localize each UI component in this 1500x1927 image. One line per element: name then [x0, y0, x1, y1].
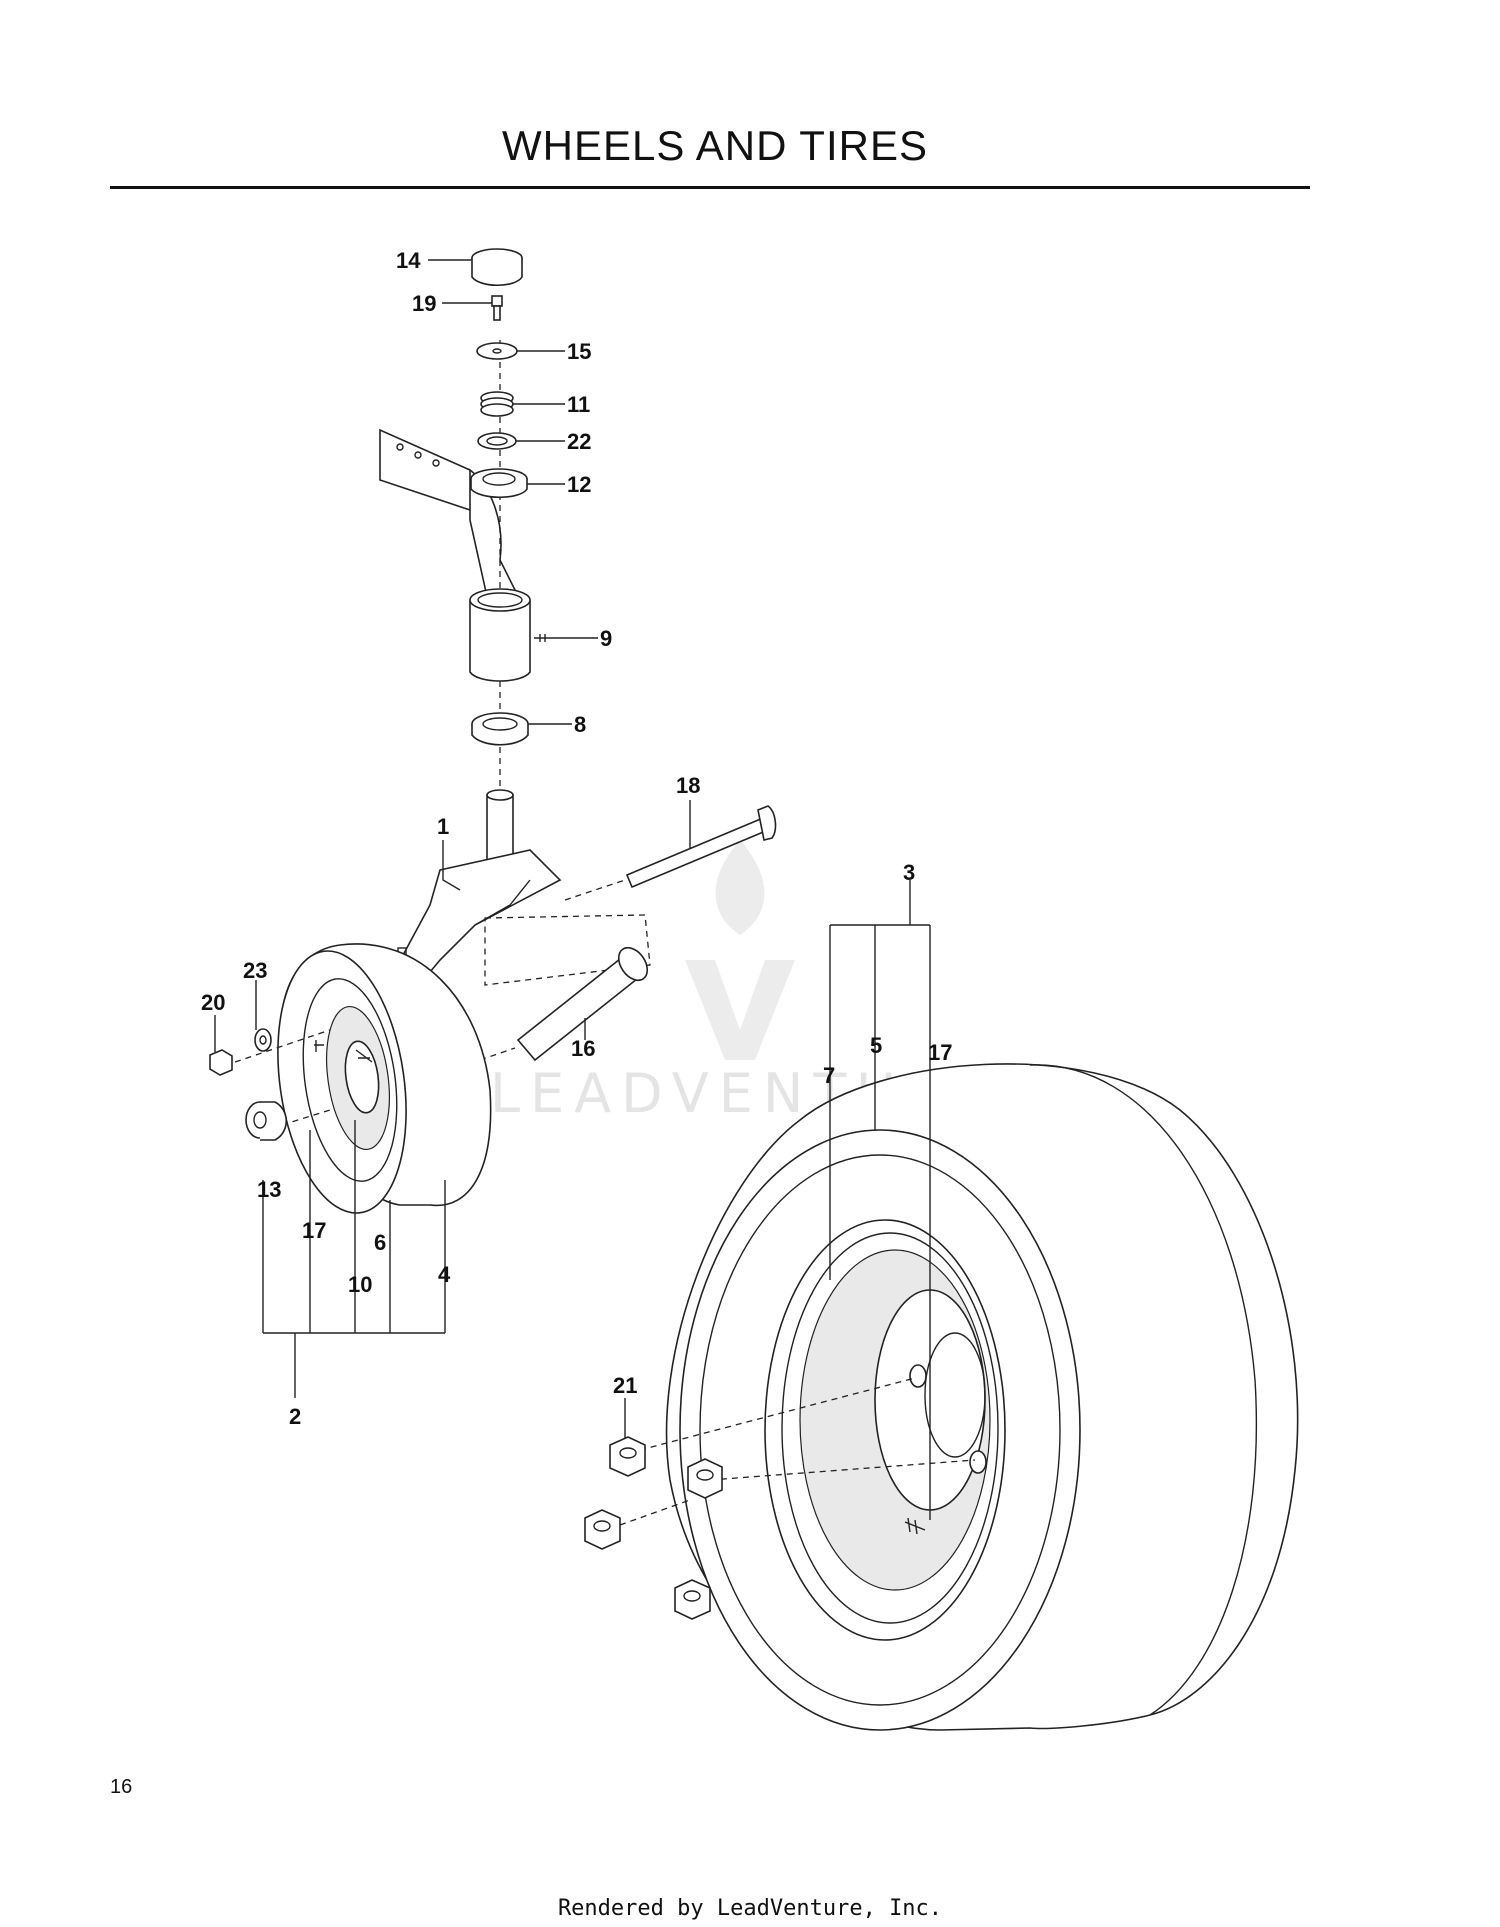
part-21-lug-nuts [584, 1436, 723, 1620]
part-15-washer [476, 342, 518, 360]
callout-labels: 14 19 15 11 22 12 9 8 18 1 3 23 20 16 7 … [201, 248, 952, 1429]
callout-12: 12 [567, 472, 591, 497]
part-9-tube [469, 588, 548, 682]
part-12-bearing [470, 468, 528, 498]
callout-15: 15 [567, 339, 591, 364]
callout-3: 3 [903, 860, 915, 885]
callout-17-rear: 17 [928, 1040, 952, 1065]
callout-5: 5 [870, 1033, 882, 1058]
callout-9: 9 [600, 626, 612, 651]
callout-19: 19 [412, 291, 436, 316]
callout-11: 11 [567, 392, 590, 417]
callout-14: 14 [396, 248, 421, 273]
caster-arm [379, 428, 522, 612]
callout-18: 18 [676, 773, 700, 798]
part-14-cap [471, 248, 523, 287]
callout-17-front: 17 [302, 1218, 326, 1243]
part-23-washer [254, 1028, 272, 1052]
callout-16: 16 [571, 1036, 595, 1061]
part-11-spring [480, 391, 514, 417]
part-20-nut [209, 1049, 233, 1076]
leader-lines [214, 259, 931, 1520]
part-13-bushing [245, 1101, 288, 1141]
callout-7: 7 [823, 1063, 835, 1088]
footer-credit: Rendered by LeadVenture, Inc. [557, 1896, 943, 1921]
part-2-caster-wheel [277, 943, 492, 1214]
page-number: 16 [110, 1776, 133, 1798]
callout-20: 20 [201, 990, 225, 1015]
part-3-rear-wheel [665, 1063, 1299, 1731]
title-rule [110, 186, 1310, 189]
part-18-bolt [625, 805, 777, 889]
part-16-spacer [516, 946, 649, 1062]
part-8-bearing [471, 712, 529, 746]
callout-10: 10 [348, 1272, 372, 1297]
callout-4: 4 [438, 1262, 451, 1287]
callout-6: 6 [374, 1230, 386, 1255]
part-22-washer [477, 432, 517, 450]
callout-21: 21 [613, 1373, 637, 1398]
callout-1: 1 [437, 814, 449, 839]
flame-logo-icon [685, 840, 795, 1060]
callout-8: 8 [574, 712, 586, 737]
callout-2: 2 [289, 1404, 301, 1429]
callout-22: 22 [567, 429, 591, 454]
callout-23: 23 [243, 958, 267, 983]
page-title: WHEELS AND TIRES [502, 122, 928, 169]
part-1-caster-fork [394, 789, 562, 992]
part-19-grease-fitting [491, 295, 503, 321]
callout-13: 13 [257, 1177, 281, 1202]
